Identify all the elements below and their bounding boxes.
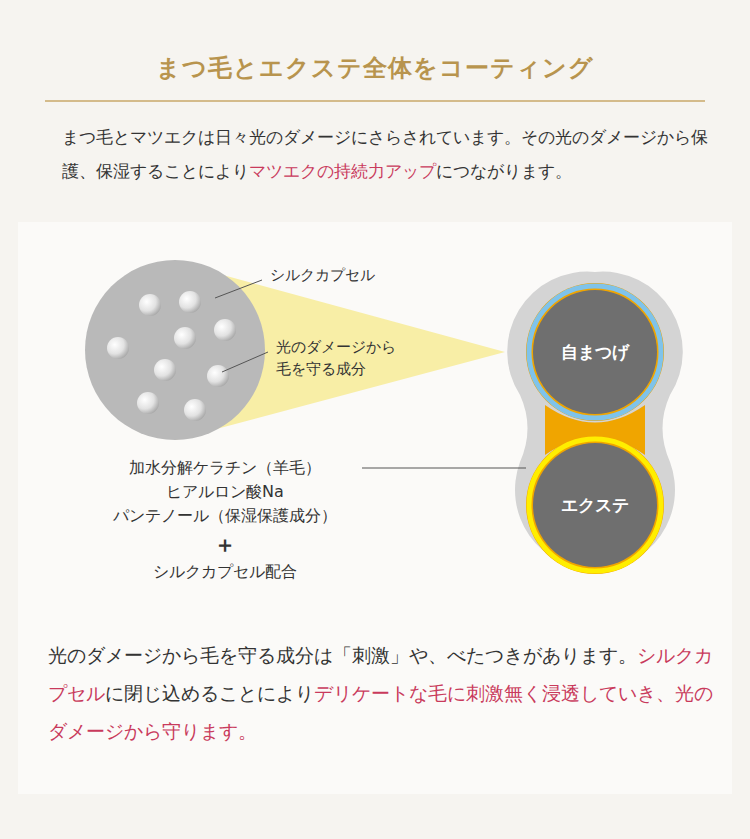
paragraph-text: 光のダメージから毛を守る成分は「刺激」や、べたつきがあります。 [48, 644, 637, 666]
lash-ring [529, 286, 661, 418]
silk-capsule [107, 337, 129, 359]
glue [526, 436, 664, 574]
capsule-circle [85, 260, 265, 440]
silk-capsule [214, 319, 236, 341]
glue [526, 283, 664, 421]
silk-capsule [154, 359, 176, 381]
silk-capsule [137, 392, 159, 414]
silk-capsule [139, 294, 161, 316]
panel [18, 222, 732, 794]
paragraph-text: に閉じ込めることにより [105, 682, 314, 704]
label: パンテノール（保湿保護成分） [60, 506, 390, 527]
title: まつ毛とエクステ全体をコーティング [0, 52, 750, 84]
title-rule [45, 100, 705, 102]
leader-line [362, 468, 526, 469]
silk-capsule [207, 365, 229, 387]
silk-capsules [107, 291, 236, 421]
ext-ring [529, 439, 661, 571]
label: 加水分解ケラチン（羊毛） [60, 458, 390, 479]
hair-circle: エクステ [533, 443, 657, 567]
label: ヒアルロン酸Na [60, 482, 390, 503]
hair-circle: 自まつげ [533, 290, 657, 414]
label: ＋ [60, 530, 390, 560]
node-text: エクステ [561, 494, 629, 517]
paragraph-text: につながります。 [436, 161, 572, 181]
silk-capsule [174, 327, 196, 349]
label: シルクカプセル [270, 266, 410, 285]
silk-capsule [184, 399, 206, 421]
label: シルクカプセル配合 [60, 562, 390, 583]
label: 光のダメージから 毛を守る成分 [276, 336, 406, 380]
paragraph: まつ毛とマツエクは日々光のダメージにさらされています。その光のダメージから保護、… [62, 120, 712, 188]
leader-line [215, 280, 262, 298]
paragraph-text: マツエクの持続力アップ [249, 161, 436, 181]
paragraph: 光のダメージから毛を守る成分は「刺激」や、べたつきがあります。シルクカプセルに閉… [48, 636, 716, 750]
silk-capsule [179, 291, 201, 313]
node-text: 自まつげ [561, 341, 629, 364]
leader-line [222, 352, 268, 372]
